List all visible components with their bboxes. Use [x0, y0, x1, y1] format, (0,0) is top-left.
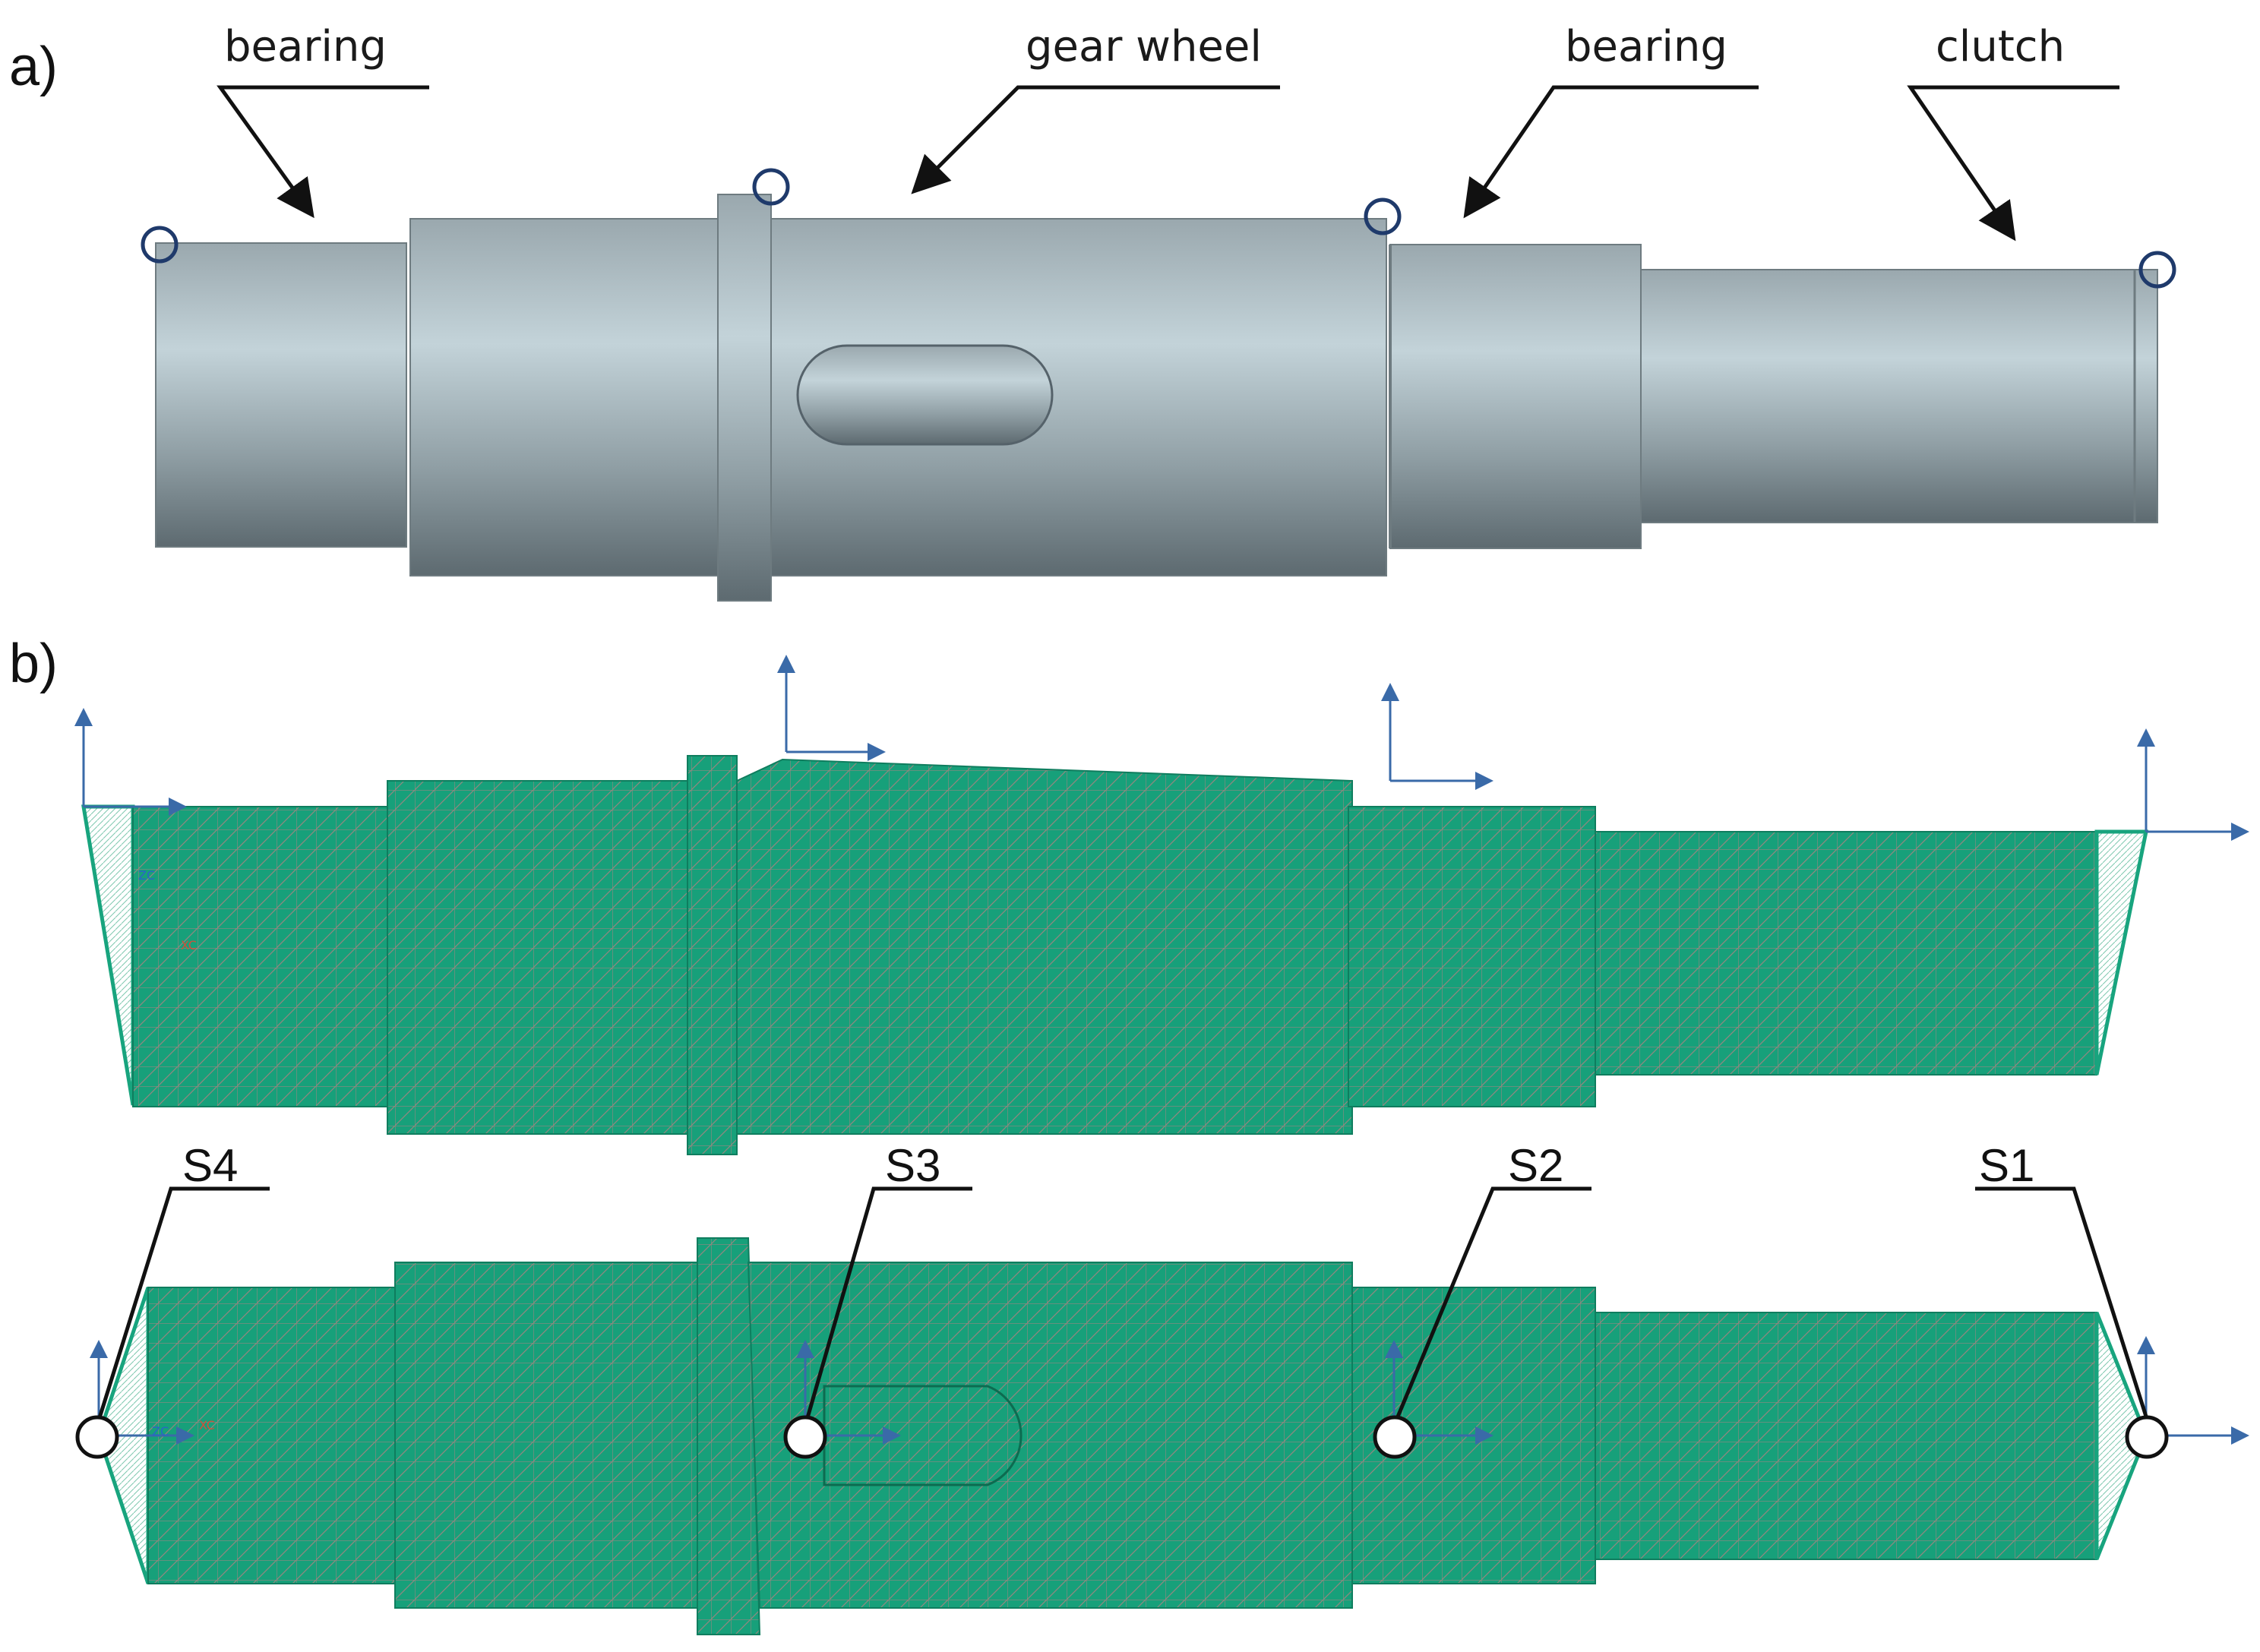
support-marker: [2138, 251, 2176, 289]
callout-label: gear wheel: [1026, 22, 1262, 71]
shaft-body-section: [409, 218, 722, 576]
support-markers-a: [141, 168, 2176, 289]
callout-label: bearing: [224, 22, 387, 71]
support-marker: [2125, 1415, 2169, 1459]
keyway: [796, 344, 1054, 446]
panel-label-a: a): [9, 36, 58, 97]
support-label: S1: [1979, 1140, 2034, 1191]
support-marker: [752, 168, 790, 206]
support-label-s4: S4: [75, 1140, 270, 1459]
support-label-s1: S1: [1975, 1140, 2169, 1459]
callout-label: bearing: [1565, 22, 1727, 71]
triad-x-label: XC: [199, 1418, 215, 1432]
support-label-s2: S2: [1373, 1140, 1591, 1459]
support-marker: [1373, 1415, 1417, 1459]
fe-mesh-model-upper: [81, 755, 2149, 1155]
fe-mesh-model-lower: [96, 1237, 2148, 1635]
support-marker: [141, 226, 179, 264]
shaft-solid-model: [155, 194, 2158, 602]
support-marker: [783, 1415, 827, 1459]
support-marker: [1364, 197, 1402, 235]
support-label: S3: [885, 1140, 940, 1191]
constraint-triads-upper: [74, 655, 2249, 841]
callout-clutch: clutch: [1907, 22, 2119, 242]
keyway-outline: [823, 1385, 1023, 1486]
callout-gear-wheel: gear wheel: [911, 22, 1280, 194]
panel-label-b: b): [9, 633, 58, 694]
bearing-seat-right: [1389, 244, 1642, 549]
callout-label: clutch: [1936, 22, 2065, 71]
callout-bearing-left: bearing: [217, 22, 429, 219]
clutch-seat: [1640, 269, 2158, 523]
shaft-collar: [717, 194, 772, 602]
support-label-s3: S3: [783, 1140, 972, 1459]
support-label: S2: [1508, 1140, 1563, 1191]
triad-x-label: XC: [181, 938, 197, 952]
bearing-seat-left: [155, 242, 407, 548]
triad-z-label: ZC: [152, 1424, 169, 1439]
support-marker: [75, 1415, 119, 1459]
triad-z-label: ZC: [138, 868, 155, 883]
support-label: S4: [182, 1140, 238, 1191]
callout-bearing-right: bearing: [1463, 22, 1759, 219]
